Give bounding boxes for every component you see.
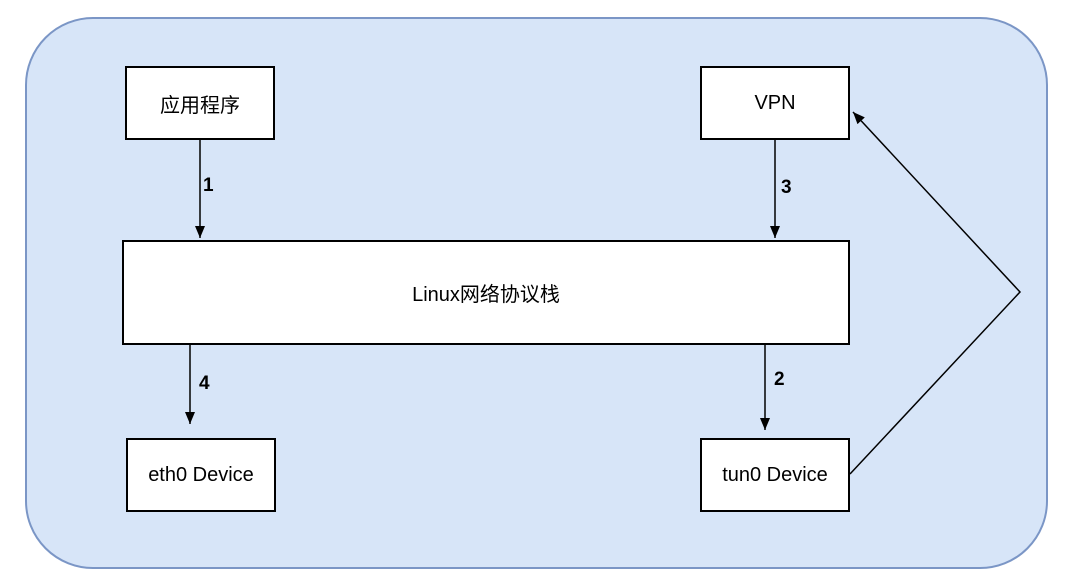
node-vpn: VPN	[700, 66, 850, 140]
node-linux-network-stack: Linux网络协议栈	[122, 240, 850, 345]
node-eth0-device: eth0 Device	[126, 438, 276, 512]
edge-label-step-4: 4	[199, 373, 210, 394]
edge-label-step-2: 2	[774, 369, 785, 390]
edge-label-step-3: 3	[781, 177, 792, 198]
edge-label-step-1: 1	[203, 175, 214, 196]
node-tun0-device: tun0 Device	[700, 438, 850, 512]
node-application: 应用程序	[125, 66, 275, 140]
